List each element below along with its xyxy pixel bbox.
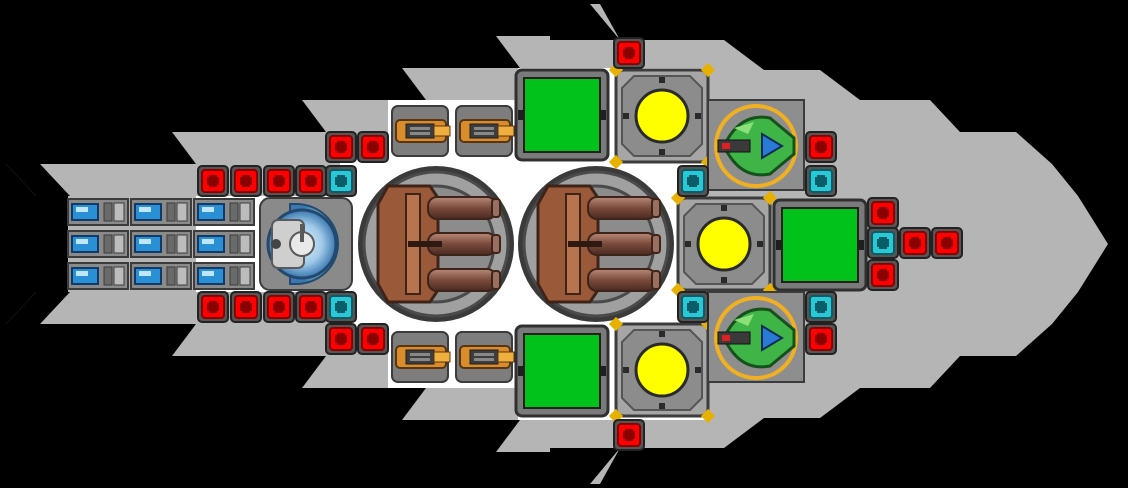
thruster-icon[interactable] [67,198,129,226]
link-node-icon[interactable] [325,165,357,197]
thruster-icon[interactable] [67,262,129,290]
link-node-icon[interactable] [867,227,899,259]
link-node-icon[interactable] [677,165,709,197]
link-node-icon[interactable] [325,291,357,323]
thruster-icon[interactable] [130,230,192,258]
reactor-core-icon[interactable] [608,316,716,424]
power-node-icon[interactable] [613,37,645,69]
power-node-icon[interactable] [867,259,899,291]
power-node-icon[interactable] [867,197,899,229]
drone-launcher-icon[interactable] [707,291,805,383]
link-node-icon[interactable] [805,291,837,323]
power-node-icon[interactable] [613,419,645,451]
laser-gun-icon[interactable] [455,331,515,383]
laser-gun-icon[interactable] [391,105,451,157]
power-node-icon[interactable] [197,165,229,197]
shield-panel-icon[interactable] [772,198,868,292]
drone-launcher-icon[interactable] [707,99,805,191]
reactor-core-icon[interactable] [608,62,716,170]
thruster-icon[interactable] [130,198,192,226]
power-node-icon[interactable] [295,165,327,197]
cannon-turret-icon[interactable] [358,166,514,322]
laser-gun-icon[interactable] [455,105,515,157]
power-node-icon[interactable] [805,131,837,163]
thruster-icon[interactable] [193,198,255,226]
power-node-icon[interactable] [357,323,389,355]
power-node-icon[interactable] [295,291,327,323]
reactor-core-icon[interactable] [670,190,778,298]
power-node-icon[interactable] [325,323,357,355]
cockpit-dome-icon[interactable] [259,197,353,291]
cannon-turret-icon[interactable] [518,166,674,322]
power-node-icon[interactable] [931,227,963,259]
power-node-icon[interactable] [899,227,931,259]
power-node-icon[interactable] [230,291,262,323]
link-node-icon[interactable] [677,291,709,323]
power-node-icon[interactable] [263,165,295,197]
thruster-icon[interactable] [193,230,255,258]
power-node-icon[interactable] [805,323,837,355]
shield-panel-icon[interactable] [514,68,610,162]
power-node-icon[interactable] [197,291,229,323]
thruster-icon[interactable] [67,230,129,258]
thruster-icon[interactable] [193,262,255,290]
thruster-icon[interactable] [130,262,192,290]
laser-gun-icon[interactable] [391,331,451,383]
link-node-icon[interactable] [805,165,837,197]
power-node-icon[interactable] [325,131,357,163]
power-node-icon[interactable] [357,131,389,163]
power-node-icon[interactable] [263,291,295,323]
shield-panel-icon[interactable] [514,324,610,418]
power-node-icon[interactable] [230,165,262,197]
